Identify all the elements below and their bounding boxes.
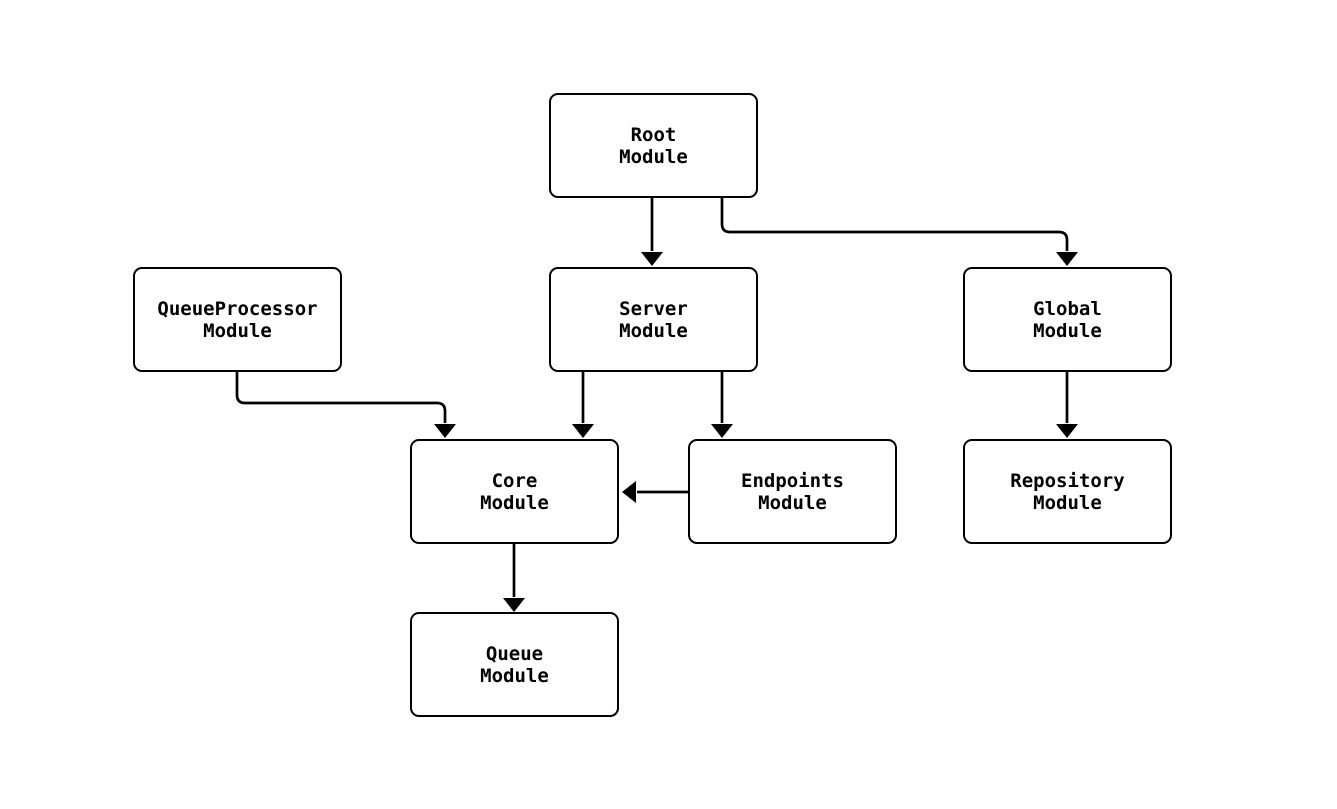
node-queue-module-label: Queue Module [480,642,549,687]
arrowhead-root-to-server [641,252,663,266]
arrowhead-server-to-core [572,424,594,438]
arrowhead-endpoints-to-core [622,481,636,503]
node-server-module: Server Module [549,267,758,372]
arrowhead-server-to-endpoints [711,424,733,438]
node-root-module: Root Module [549,93,758,198]
node-queue-module: Queue Module [410,612,619,717]
edge-root-to-global [720,198,1069,251]
node-endpoints-module: Endpoints Module [688,439,897,544]
node-queueprocessor-module: QueueProcessor Module [133,267,342,372]
node-root-module-label: Root Module [619,123,688,168]
node-core-module-label: Core Module [480,469,549,514]
node-global-module: Global Module [963,267,1172,372]
node-global-module-label: Global Module [1033,297,1102,342]
arrowhead-root-to-global [1056,252,1078,266]
node-endpoints-module-label: Endpoints Module [741,469,844,514]
node-server-module-label: Server Module [619,297,688,342]
node-queueprocessor-module-label: QueueProcessor Module [157,297,318,342]
edge-queueprocessor-to-core [235,372,447,423]
arrowhead-global-to-repository [1056,424,1078,438]
node-repository-module: Repository Module [963,439,1172,544]
node-repository-module-label: Repository Module [1010,469,1125,514]
node-core-module: Core Module [410,439,619,544]
arrowhead-queueprocessor-to-core [434,424,456,438]
arrowhead-core-to-queue [503,598,525,612]
